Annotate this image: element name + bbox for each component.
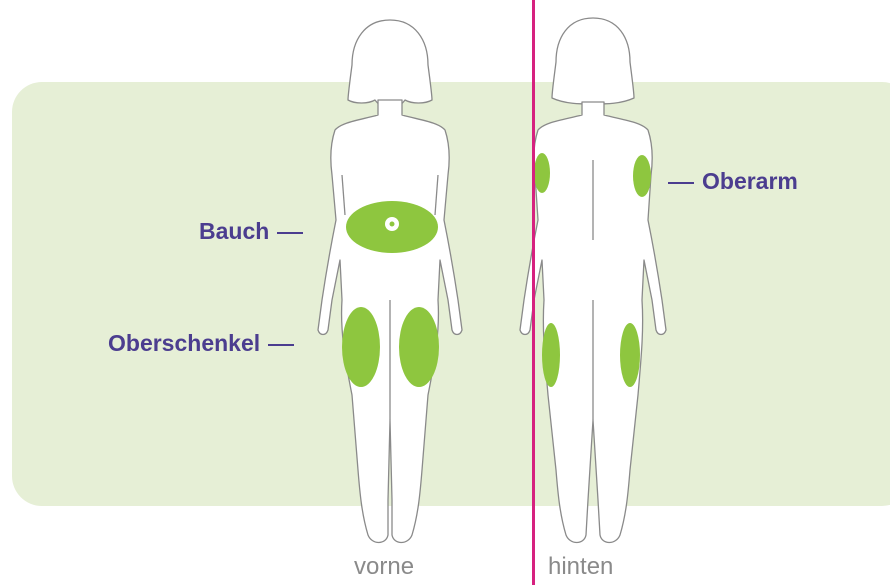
- back-head: [552, 18, 634, 104]
- label-oberschenkel-text: Oberschenkel: [108, 330, 260, 356]
- zone-thigh-back-right: [620, 323, 640, 387]
- label-oberarm-text: Oberarm: [702, 168, 798, 194]
- label-bauch: Bauch: [199, 218, 311, 245]
- zone-thigh-back-left: [542, 323, 560, 387]
- divider-line: [532, 0, 535, 585]
- label-oberarm: Oberarm: [660, 168, 798, 195]
- label-oberschenkel: Oberschenkel: [108, 330, 302, 357]
- label-bauch-text: Bauch: [199, 218, 269, 244]
- front-head: [348, 20, 432, 108]
- zone-thigh-front-right: [399, 307, 439, 387]
- caption-back: hinten: [548, 553, 613, 581]
- front-figure: [318, 20, 462, 543]
- zone-upper-arm-right: [633, 155, 651, 197]
- label-oberschenkel-dash: [268, 344, 294, 346]
- label-bauch-dash: [277, 232, 303, 234]
- label-oberarm-dash: [668, 182, 694, 184]
- zone-thigh-front-left: [342, 307, 380, 387]
- caption-front: vorne: [354, 553, 414, 581]
- back-figure: [520, 18, 666, 543]
- zone-upper-arm-left: [534, 153, 550, 193]
